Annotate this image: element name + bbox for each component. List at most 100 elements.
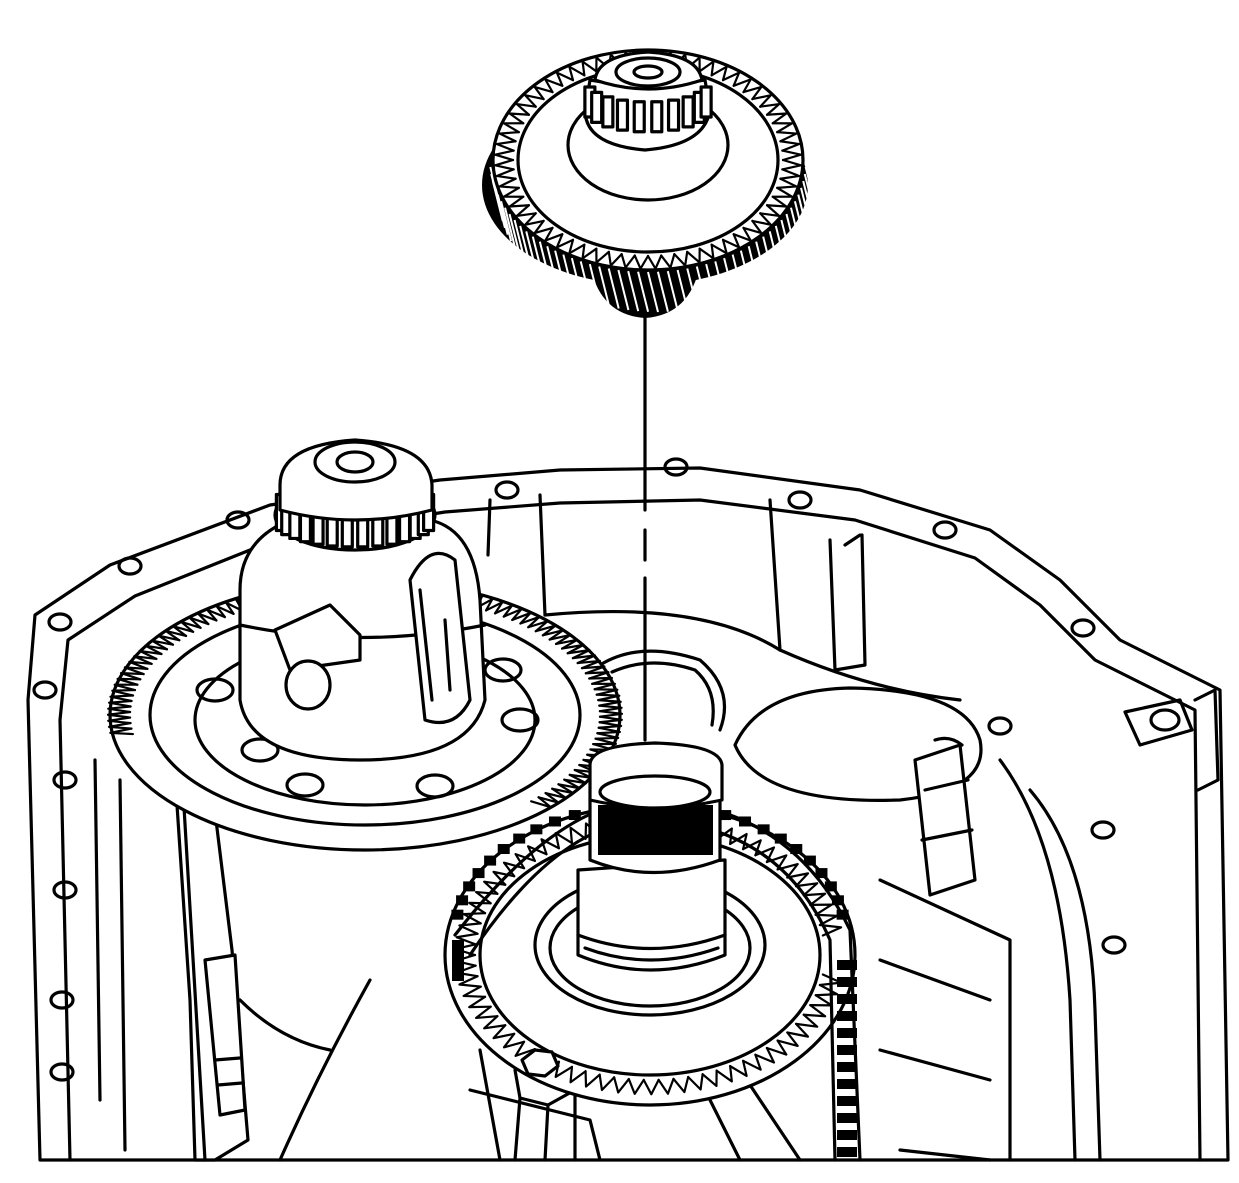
gear-tooth [765,195,788,208]
gear-tooth [544,78,564,94]
gear-tooth [566,649,591,660]
gear-tooth [107,699,133,708]
helical-tooth [731,254,744,295]
gear-tooth [144,644,169,656]
gear-tooth [133,655,158,665]
gear-tooth [786,1022,810,1038]
gear-tooth [533,219,554,235]
gear-tooth [598,715,623,724]
gear-tooth [495,140,517,152]
chain-link [837,977,857,987]
gear-tooth [597,721,623,729]
gear-tooth [548,633,572,646]
chain-link [451,909,464,920]
helical-tooth [803,173,816,215]
helical-tooth [695,266,708,307]
gear-tooth [164,629,188,642]
gear-tooth [533,85,554,101]
gear-tooth [673,250,689,267]
chain-link [824,881,837,892]
bearing-roller [632,100,646,134]
gear-tooth [698,60,715,77]
chain-link [803,855,816,866]
helical-tooth [519,225,532,267]
gear-tooth [484,601,504,615]
gear-tooth [776,1031,799,1048]
helical-tooth [723,257,736,299]
gear-tooth [462,912,487,925]
gear-tooth [119,672,145,681]
chain-link [837,1079,857,1089]
helical-tooth [747,246,760,287]
gear-tooth [555,233,575,249]
gear-tooth [771,122,794,134]
gear-tooth [581,60,598,77]
gear-tooth [598,710,624,718]
helical-tooth [500,200,513,242]
gear-tooth [524,94,545,108]
chain-link [497,844,510,855]
chain-link [739,816,752,827]
chain-link [548,816,561,827]
gear-tooth [581,243,598,260]
bearing-roller [601,95,615,129]
gear-tooth [225,601,244,615]
helical-tooth [504,207,517,248]
chain-link [757,824,770,835]
gear-tooth [598,704,623,713]
gear-tooth [544,226,564,242]
gear-tooth [560,643,585,655]
gear-tooth [515,204,537,218]
helical-tooth [676,269,689,311]
gear-tooth [781,149,802,162]
helical-tooth [768,231,781,272]
gear-tooth [613,1076,630,1094]
output-shaft-sleeve [576,741,727,972]
upper-helical-gear-with-bearing [482,48,817,318]
gear-tooth [594,732,620,740]
chain-link [463,881,476,892]
gear-tooth [571,654,597,665]
helical-tooth [546,246,559,287]
gear-tooth [519,615,541,629]
gear-tooth [759,204,781,218]
gear-tooth [584,1070,601,1088]
chain-link [568,810,581,821]
gear-tooth [462,985,487,998]
chain-link [472,868,485,879]
chain-link [837,1011,857,1021]
chain-link [837,1096,857,1106]
gear-tooth [776,131,798,143]
helical-tooth [714,261,727,302]
helical-tooth [579,261,592,302]
helical-tooth [789,207,802,248]
gear-tooth [781,158,802,171]
gear-tooth [794,1013,819,1028]
chain-link [484,855,497,866]
gear-tooth [493,604,514,618]
chain-link [513,833,526,844]
bearing-roller [681,95,695,129]
gear-tooth [107,721,133,730]
gear-tooth [710,65,728,82]
gear-tooth [686,247,701,264]
gear-tooth [765,854,788,871]
gear-tooth [751,94,772,108]
gear-tooth [492,1024,516,1040]
helical-tooth [525,231,538,272]
bearing-roller [699,85,713,119]
differential-carrier-with-bearing [238,438,487,762]
gear-tooth [537,791,560,804]
gear-tooth [580,665,606,675]
gear-tooth [128,660,153,671]
helical-tooth [666,270,679,312]
gear-tooth [732,78,752,94]
gear-tooth [106,710,132,719]
gear-tooth [474,1005,499,1020]
gear-tooth [551,783,575,795]
chain-link [837,960,857,970]
chain-link [774,833,787,844]
gear-tooth [802,892,827,906]
chain-link [837,1147,857,1157]
